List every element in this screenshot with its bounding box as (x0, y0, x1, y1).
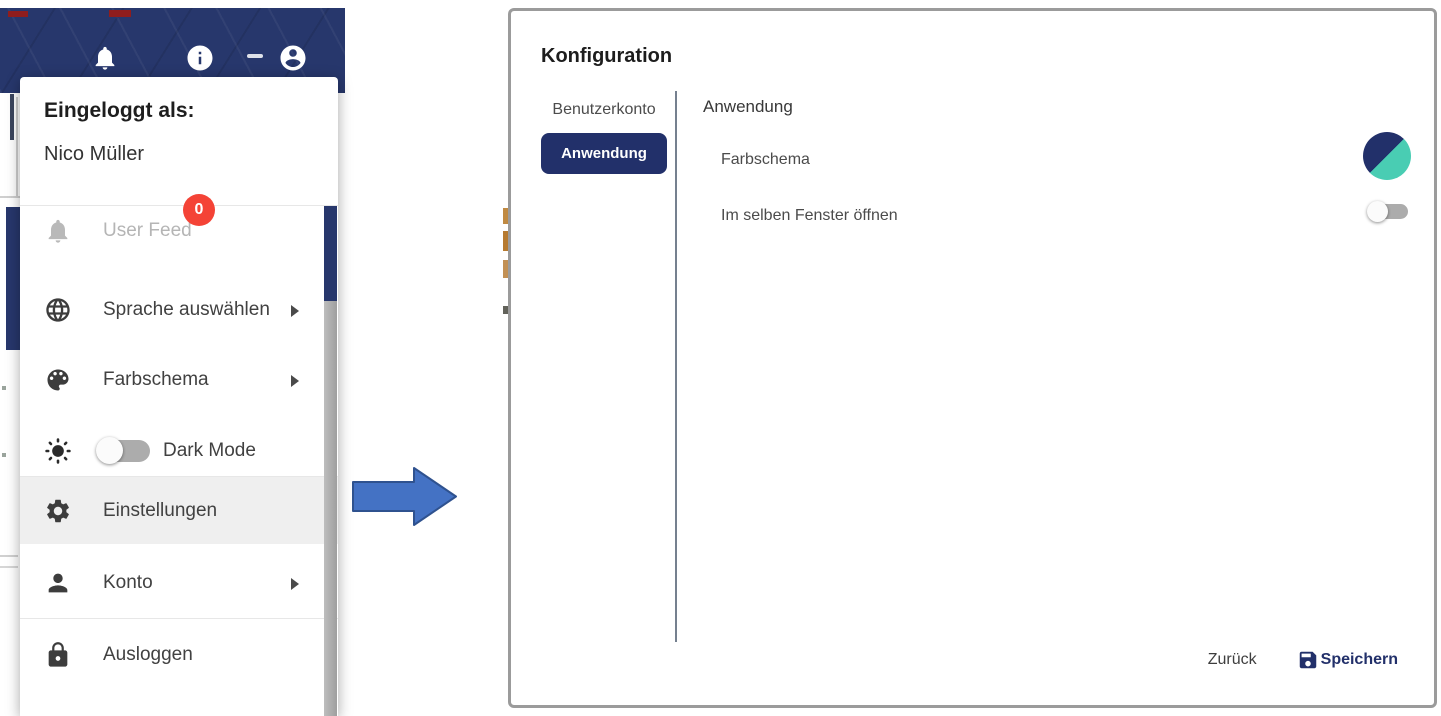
user-name: Nico Müller (44, 143, 145, 165)
save-button-label: Speichern (1320, 651, 1398, 668)
logged-in-as-label: Eingeloggt als: (44, 99, 195, 122)
header-pattern-dash (247, 54, 263, 58)
theme-color-circle[interactable] (1363, 132, 1411, 180)
menu-scrollbar[interactable] (324, 206, 337, 716)
gear-icon (44, 497, 72, 525)
arrow-annotation (352, 467, 457, 526)
dialog-divider (675, 91, 677, 642)
page-artifact (8, 11, 28, 17)
page-artifact (503, 208, 508, 224)
page-artifact (0, 555, 18, 557)
section-heading: Anwendung (703, 97, 793, 116)
menu-item-label: Konto (103, 572, 153, 593)
tab-benutzerkonto[interactable]: Benutzerkonto (552, 101, 656, 118)
scrollbar-thumb[interactable] (324, 206, 337, 301)
page-artifact (0, 566, 18, 568)
page-artifact (503, 306, 508, 314)
save-icon (1299, 651, 1316, 669)
menu-divider (20, 476, 338, 477)
menu-divider (20, 618, 338, 619)
bell-icon[interactable] (91, 44, 119, 72)
brightness-icon (44, 437, 72, 465)
scrollbar-track (324, 301, 337, 716)
chevron-right-icon (291, 374, 300, 387)
lock-icon (44, 641, 72, 669)
palette-icon (44, 366, 72, 394)
account-icon[interactable] (278, 43, 308, 73)
toggle-knob (1367, 201, 1388, 222)
menu-item-sprache-auswaehlen[interactable]: Sprache auswählen (20, 275, 338, 345)
menu-item-ausloggen[interactable]: Ausloggen (20, 620, 338, 690)
menu-item-dark-mode[interactable]: Dark Mode (20, 416, 338, 486)
chevron-right-icon (291, 577, 300, 590)
page-artifact (503, 260, 508, 278)
menu-item-einstellungen[interactable]: Einstellungen (20, 477, 338, 544)
back-button[interactable]: Zurück (1207, 651, 1257, 668)
dialog-footer: Zurück Speichern (1208, 649, 1398, 671)
menu-item-label: User Feed (103, 220, 192, 241)
konfiguration-dialog: Konfiguration Benutzerkonto Anwendung An… (508, 8, 1437, 708)
bell-icon (44, 217, 72, 245)
menu-item-label: Sprache auswählen (103, 299, 270, 320)
person-icon (44, 569, 72, 597)
notification-badge: 0 (183, 194, 215, 226)
save-button[interactable]: Speichern (1297, 649, 1398, 671)
same-window-toggle[interactable] (1367, 201, 1408, 222)
page-artifact (2, 386, 6, 390)
page-artifact (16, 97, 18, 197)
menu-item-konto[interactable]: Konto (20, 548, 338, 618)
page-artifact (6, 207, 20, 350)
page-artifact (10, 94, 14, 140)
info-icon[interactable] (185, 43, 215, 73)
globe-icon (44, 296, 72, 324)
setting-label-im-selben-fenster: Im selben Fenster öffnen (721, 207, 898, 224)
menu-item-label: Dark Mode (163, 440, 256, 461)
menu-item-label: Einstellungen (103, 499, 218, 521)
dark-mode-toggle[interactable] (96, 437, 150, 464)
menu-divider (20, 205, 338, 206)
dialog-title: Konfiguration (541, 45, 673, 67)
tab-anwendung[interactable]: Anwendung (541, 133, 667, 174)
page-artifact (0, 196, 20, 198)
chevron-right-icon (291, 304, 300, 317)
menu-item-label: Farbschema (103, 369, 209, 390)
user-dropdown-menu: Eingeloggt als: Nico Müller User Feed 0 … (20, 77, 338, 716)
menu-item-farbschema[interactable]: Farbschema (20, 345, 338, 415)
toggle-knob (96, 437, 123, 464)
page-artifact (503, 231, 508, 251)
menu-item-label: Ausloggen (103, 644, 193, 665)
page-artifact (2, 453, 6, 457)
page-artifact (109, 10, 131, 17)
menu-item-user-feed[interactable]: User Feed (20, 196, 338, 266)
setting-label-farbschema: Farbschema (721, 151, 810, 168)
